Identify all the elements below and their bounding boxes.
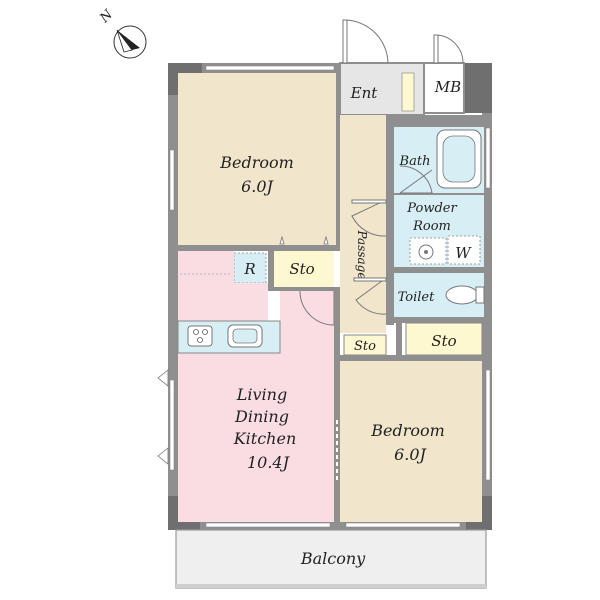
storage-passage-label: Sto <box>354 339 376 354</box>
bath-door[interactable] <box>399 165 433 194</box>
storage-north-floor <box>274 251 334 287</box>
powder-room-line1: Powder <box>406 201 457 216</box>
passage-floor <box>340 115 386 333</box>
balcony-floor <box>175 529 487 589</box>
bedroom-south-size: 6.0J <box>394 445 427 464</box>
wall-powder-toilet <box>394 267 484 273</box>
meter-box-door[interactable] <box>433 34 464 64</box>
bath-label: Bath <box>399 154 431 169</box>
north-arrow-icon <box>113 25 147 59</box>
ldk-line1: Living <box>236 385 287 404</box>
wall-bath-north <box>386 115 484 127</box>
toilet-label: Toilet <box>398 290 435 305</box>
bedroom-south-name: Bedroom <box>370 421 445 440</box>
toilet-tank-icon <box>475 286 485 304</box>
meter-box-area <box>423 62 465 114</box>
ldk-floor-kitchen <box>234 283 268 323</box>
washbasin-icon <box>409 237 447 265</box>
ldk-size: 10.4J <box>247 453 291 472</box>
window-west-ldk <box>169 379 175 471</box>
bedroom-north-name: Bedroom <box>219 153 294 172</box>
window-south-bedroom <box>345 522 461 528</box>
stove-icon <box>187 325 213 347</box>
bedroom-north-floor <box>178 73 336 245</box>
window-east-bath <box>485 127 491 189</box>
storage-north-label: Sto <box>289 260 314 278</box>
ldk-line2: Dining <box>234 407 289 426</box>
wall-passage-south <box>340 355 400 361</box>
toilet-bowl-icon <box>445 285 479 305</box>
balcony-rail <box>176 584 486 588</box>
compass-label: N <box>97 7 117 27</box>
washer-space <box>447 235 481 265</box>
washer-label: W <box>455 244 472 262</box>
bathtub-inner-icon <box>442 135 476 183</box>
entrance-label: Ent <box>350 84 379 102</box>
window-west-bedroom <box>169 149 175 211</box>
ldk-line3: Kitchen <box>233 429 297 448</box>
bedroom-south-floor <box>340 361 482 522</box>
wall-ldk-east <box>334 291 340 522</box>
powder-room-door[interactable] <box>351 199 387 237</box>
refrigerator-label: R <box>243 260 255 278</box>
exterior-wall-east <box>482 63 492 530</box>
exterior-wall-west <box>168 63 178 530</box>
ldk-floor-upper <box>178 251 234 323</box>
wall-toilet-south <box>386 317 484 323</box>
window-east-bedroom <box>485 369 491 481</box>
toilet-door[interactable] <box>353 277 387 315</box>
wall-storage-east-south <box>400 355 484 361</box>
balcony-label: Balcony <box>300 549 366 568</box>
west-door[interactable] <box>157 369 169 465</box>
window-north <box>205 65 335 71</box>
shoe-cabinet <box>401 72 415 112</box>
meter-box-label: MB <box>434 78 461 96</box>
ldk-floor-main <box>178 353 334 522</box>
wall-passage-storage-east <box>396 323 402 361</box>
powder-room-line2: Room <box>412 219 451 234</box>
wall-storage-north-west <box>268 251 274 291</box>
refrigerator-space <box>233 252 267 284</box>
wall-bath-powder <box>394 193 484 195</box>
wall-bedroom-north-south <box>178 245 340 251</box>
wall-bedroom-north-east <box>336 73 340 251</box>
window-south-ldk <box>205 522 331 528</box>
wall-wet-west <box>386 115 394 325</box>
storage-east-floor <box>405 322 483 356</box>
passage-label: Passage <box>355 230 369 280</box>
column-northeast <box>464 63 492 113</box>
bedroom-north-size: 6.0J <box>241 177 274 196</box>
ldk-floor-strip <box>280 291 334 353</box>
storage-east-label: Sto <box>431 332 456 350</box>
wall-storage-north-south <box>268 287 340 291</box>
entrance-door[interactable] <box>342 19 389 64</box>
